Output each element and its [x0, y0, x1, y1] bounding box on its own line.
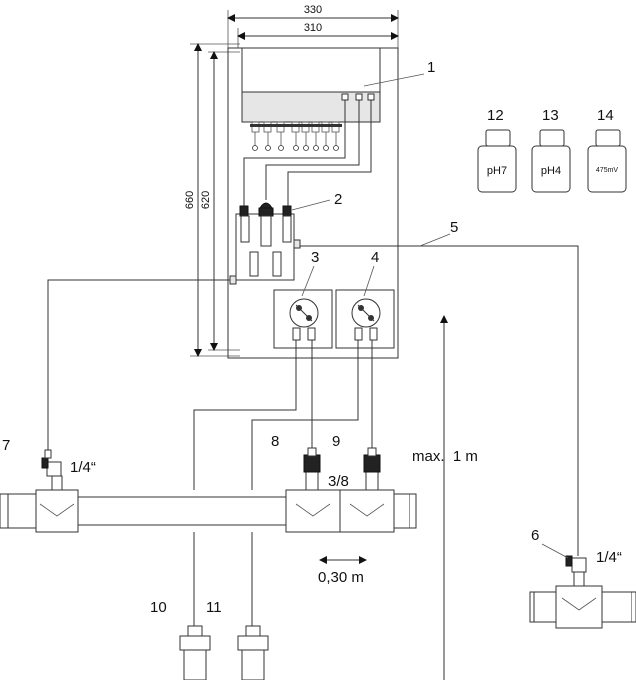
dim-height-outer: 660: [184, 191, 196, 209]
fitting-left: [179, 625, 211, 680]
tubing: [47, 245, 579, 556]
probe-cables: [243, 100, 372, 208]
size-label-left-valve: 1/4“: [70, 459, 96, 476]
buffer-bottle-ph4: pH4: [531, 129, 571, 193]
width-dimensions: 330 310: [227, 4, 399, 52]
callout-numbers: 1 2 3 4 5 6 7 8 9 10 11 12 13 14: [2, 59, 614, 616]
bottle-label-ph7: pH7: [487, 165, 507, 177]
callout-6: 6: [531, 527, 539, 544]
callout-9: 9: [332, 433, 340, 450]
controller-unit: [241, 47, 381, 151]
dim-height-inner: 620: [200, 191, 212, 209]
max-height-label: max. 1 m: [412, 448, 478, 465]
callout-3: 3: [311, 249, 319, 266]
secondary-pipe: [529, 555, 636, 629]
return-pipes: [193, 532, 253, 626]
probe-holder: [229, 202, 301, 285]
buffer-bottle-475mv: 475mV: [587, 129, 627, 193]
callout-12: 12: [487, 107, 504, 124]
dosing-pump-ph: [273, 289, 333, 349]
callout-14: 14: [597, 107, 614, 124]
size-label-right-valve: 1/4“: [596, 549, 622, 566]
bottle-label-475mv: 475mV: [596, 167, 619, 174]
callout-2: 2: [334, 191, 342, 208]
dim-width-inner: 310: [304, 22, 322, 34]
main-pipe: [0, 489, 417, 533]
buffer-bottle-ph7: pH7: [477, 129, 517, 193]
size-label-injectors: 3/8: [328, 473, 349, 490]
injection-valve-rx: [363, 447, 381, 491]
callout-7: 7: [2, 437, 10, 454]
sampling-valve-left: [41, 449, 63, 491]
bottle-label-ph4: pH4: [541, 165, 561, 177]
callout-10: 10: [150, 599, 167, 616]
callout-11: 11: [206, 599, 222, 616]
callout-5: 5: [450, 219, 458, 236]
spacing-label: 0,30 m: [318, 569, 364, 586]
callout-1: 1: [427, 59, 435, 76]
dim-width-outer: 330: [304, 4, 322, 16]
leader-lines: [291, 73, 569, 559]
callout-13: 13: [542, 107, 559, 124]
fitting-right: [237, 625, 269, 680]
callout-4: 4: [371, 249, 379, 266]
dosing-pump-rx: [335, 289, 395, 349]
injection-valve-ph: [303, 447, 321, 491]
height-dimensions: 660 620: [184, 43, 240, 357]
callout-8: 8: [271, 433, 279, 450]
